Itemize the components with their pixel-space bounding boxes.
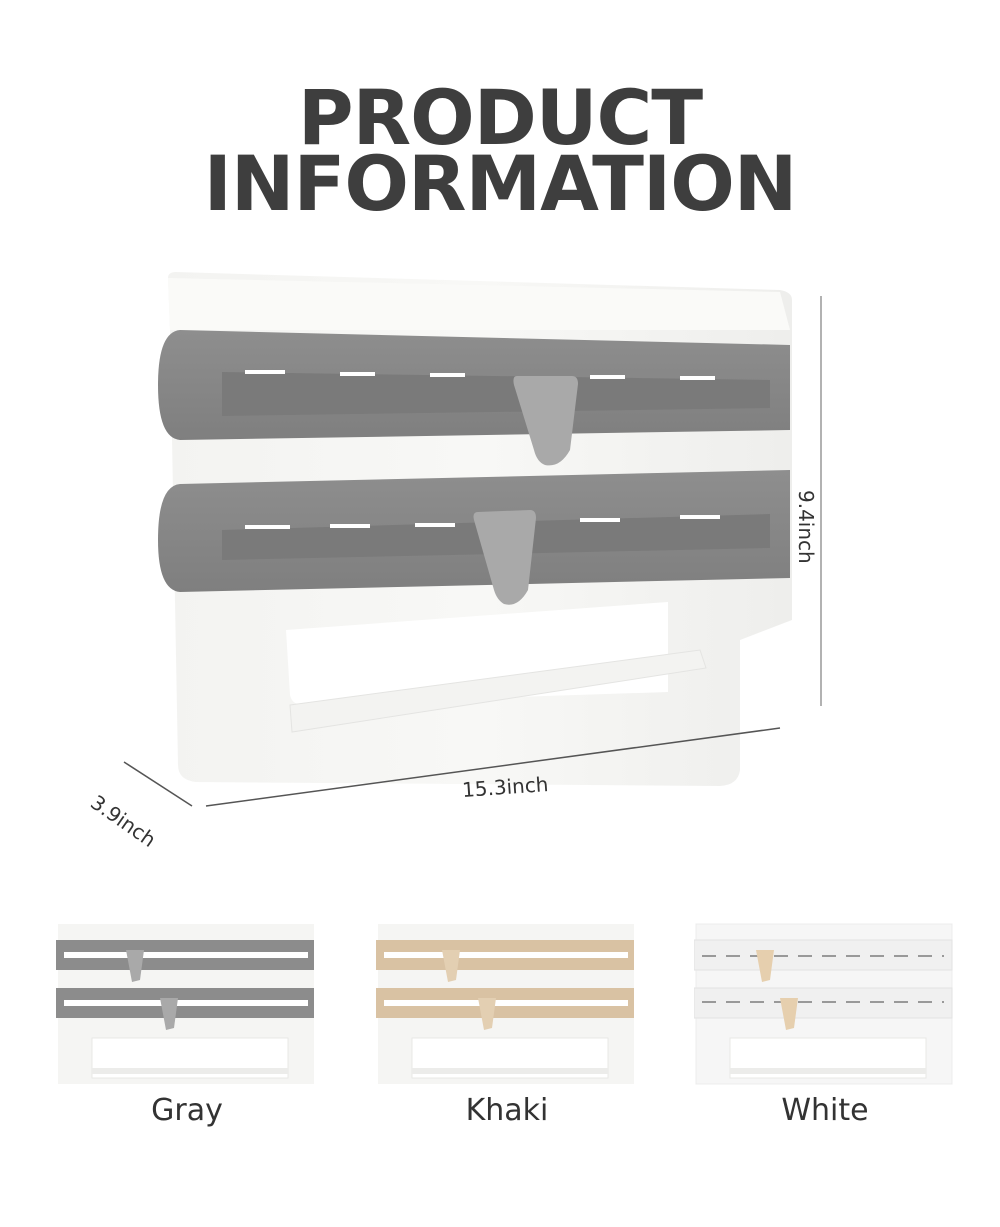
variant-gray-image[interactable]: [56, 920, 318, 1120]
page-title-line-2: INFORMATION: [203, 139, 798, 228]
variant-khaki-label: Khaki: [465, 1093, 549, 1128]
width-dimension-line: [205, 727, 781, 807]
variant-white-label: White: [781, 1093, 869, 1128]
variant-gray-label: Gray: [151, 1093, 223, 1128]
page-title-line-1: PRODUCT: [297, 73, 703, 162]
height-label: 9.4inch: [794, 490, 818, 564]
variant-khaki-image[interactable]: [376, 920, 638, 1120]
depth-dimension-line: [123, 761, 193, 807]
variant-white-image[interactable]: [694, 920, 956, 1120]
